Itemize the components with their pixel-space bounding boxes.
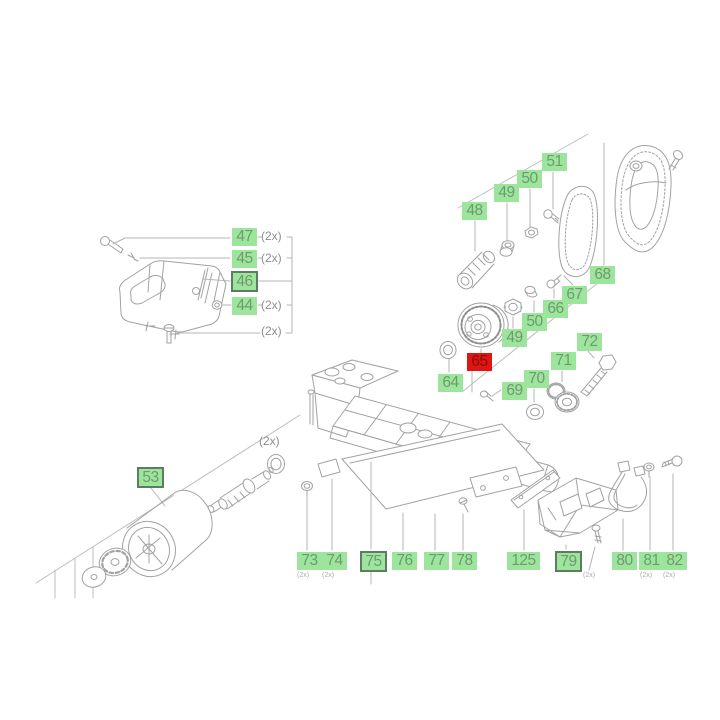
- plate-125-drawing: [510, 469, 561, 509]
- part-label-47[interactable]: 47: [232, 228, 257, 246]
- quantity-annotation: (2x): [261, 251, 282, 265]
- sleeve-49-drawing: [499, 240, 515, 257]
- nut-73-drawing: [301, 481, 313, 497]
- part-label-75[interactable]: 75: [360, 551, 387, 572]
- screw-47-drawing: [100, 236, 124, 254]
- plate-74-drawing: [317, 458, 341, 478]
- left-bracket-leaders: [112, 236, 293, 334]
- part-label-78[interactable]: 78: [452, 552, 477, 570]
- part-label-65[interactable]: 65: [467, 353, 492, 371]
- quantity-annotation: (2x): [297, 572, 310, 579]
- bolt-72-drawing: [580, 354, 617, 397]
- retaining-ring-drawing: [267, 454, 285, 474]
- part-label-66[interactable]: 66: [543, 300, 568, 318]
- part-label-79[interactable]: 79: [555, 551, 582, 572]
- nut-44-drawing: [211, 300, 223, 310]
- nut-49b-drawing: [503, 298, 523, 316]
- washer-70-drawing: [526, 404, 544, 420]
- part-label-68[interactable]: 68: [590, 266, 615, 284]
- belt-guard-68-drawing: [614, 145, 672, 253]
- part-label-50[interactable]: 50: [522, 313, 547, 331]
- screw-82-drawing: [661, 455, 683, 468]
- part-label-44[interactable]: 44: [232, 297, 257, 315]
- quantity-annotation: (2x): [259, 434, 280, 448]
- screw-79b-drawing: [591, 524, 602, 544]
- quantity-annotation: (2x): [583, 572, 596, 579]
- top-leaders: [474, 142, 605, 266]
- fan-discs-drawing: [81, 547, 132, 588]
- part-label-125[interactable]: 125: [507, 552, 540, 570]
- armature-shaft-drawing: [207, 466, 274, 513]
- part-label-82[interactable]: 82: [662, 552, 687, 570]
- brush-housing-79-drawing: [537, 477, 619, 538]
- part-label-74[interactable]: 74: [322, 552, 347, 570]
- quantity-annotation: (2x): [261, 298, 282, 312]
- part-label-73[interactable]: 73: [297, 552, 322, 570]
- quantity-annotation: (2x): [640, 572, 653, 579]
- spindle-48-drawing: [456, 250, 496, 290]
- part-label-51[interactable]: 51: [542, 153, 567, 171]
- quantity-annotation: (2x): [261, 229, 282, 243]
- part-label-49[interactable]: 49: [494, 184, 519, 202]
- part-label-71[interactable]: 71: [551, 352, 576, 370]
- nut-81-drawing: [643, 462, 655, 478]
- bottom-leaders: [306, 461, 674, 585]
- part-label-45[interactable]: 45: [232, 250, 257, 268]
- quantity-annotation: (2x): [261, 324, 282, 338]
- cap-50b-drawing: [524, 285, 538, 298]
- part-label-49[interactable]: 49: [502, 329, 527, 347]
- part-label-81[interactable]: 81: [639, 552, 664, 570]
- part-label-70[interactable]: 70: [524, 370, 549, 388]
- part-label-50[interactable]: 50: [517, 170, 542, 188]
- part-label-64[interactable]: 64: [438, 374, 463, 392]
- part-label-77[interactable]: 77: [424, 552, 449, 570]
- drive-belt-drawing: [558, 185, 598, 277]
- chassis-frame-drawing: [307, 359, 559, 510]
- washer-64-drawing: [439, 341, 457, 359]
- part-label-48[interactable]: 48: [462, 202, 487, 220]
- part-label-53[interactable]: 53: [137, 467, 164, 488]
- knob-71-drawing: [546, 382, 580, 413]
- screw-top-right-drawing: [668, 150, 684, 171]
- mid-leaders: [448, 275, 595, 403]
- motor-53-leaders: [150, 487, 166, 507]
- screw-66-drawing: [546, 274, 562, 289]
- part-label-46[interactable]: 46: [231, 271, 258, 292]
- screw-78-drawing: [458, 497, 469, 513]
- screw-51-drawing: [543, 209, 560, 224]
- toothed-pulley-65-drawing: [457, 302, 509, 348]
- nut-50-drawing: [524, 226, 539, 239]
- motor-housing-53-drawing: [122, 489, 213, 578]
- screw-69-drawing: [479, 390, 494, 402]
- part-label-69[interactable]: 69: [502, 382, 527, 400]
- part-label-80[interactable]: 80: [612, 552, 637, 570]
- cable-80-drawing: [608, 460, 648, 512]
- part-label-72[interactable]: 72: [577, 333, 602, 351]
- screw-45-drawing: [127, 252, 139, 262]
- gear-housing-46-drawing: [119, 260, 227, 340]
- quantity-annotation: (2x): [322, 572, 335, 579]
- part-label-76[interactable]: 76: [392, 552, 417, 570]
- quantity-annotation: (2x): [663, 572, 676, 579]
- axis-lines: [35, 133, 605, 599]
- screw-44-bottom-drawing: [163, 324, 175, 344]
- part-label-67[interactable]: 67: [562, 286, 587, 304]
